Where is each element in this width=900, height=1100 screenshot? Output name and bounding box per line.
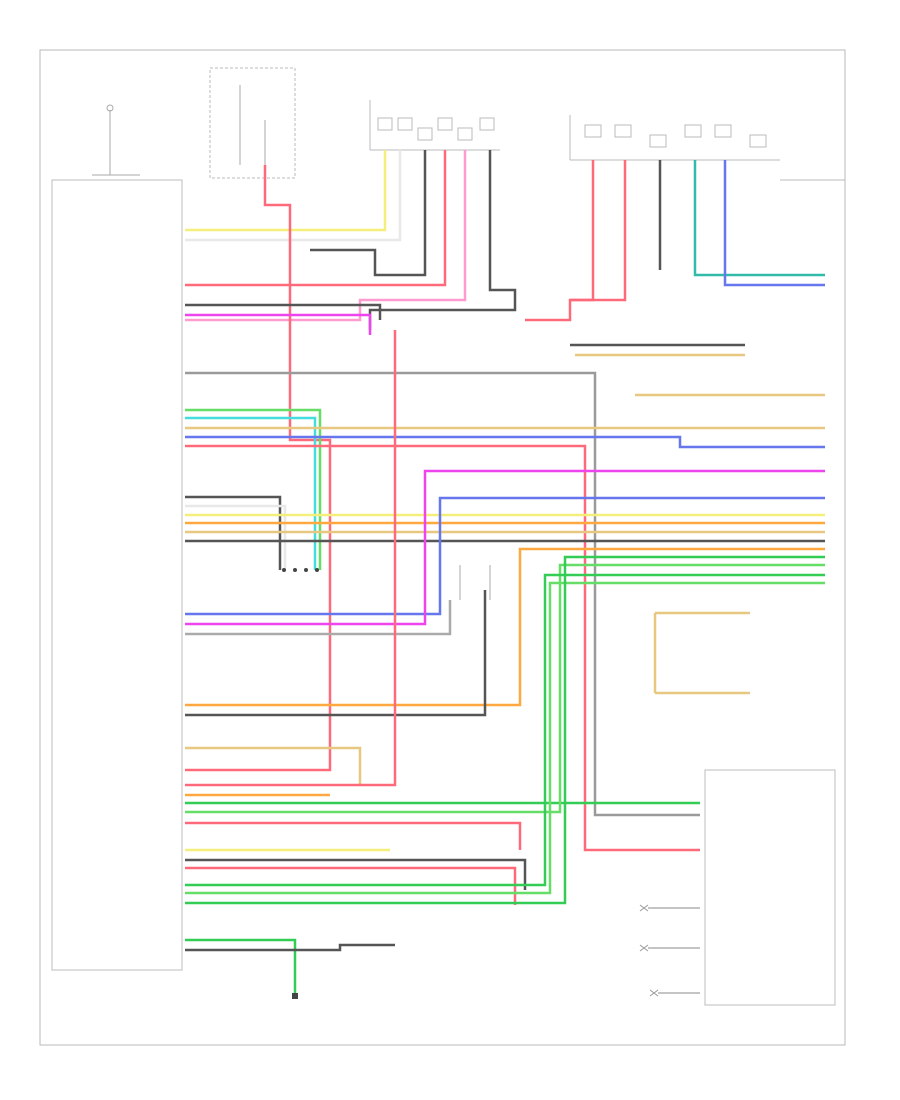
right-top-connector <box>569 115 780 161</box>
wires-top <box>185 150 825 772</box>
top-left-component <box>92 104 140 176</box>
ground-symbols <box>282 568 319 999</box>
fuse-block-top <box>209 67 296 179</box>
diagram-border <box>39 49 846 1046</box>
wires-main <box>185 303 825 995</box>
radio-control-module <box>704 769 836 1006</box>
center-component <box>459 565 491 600</box>
antenna-symbols <box>639 904 700 997</box>
radio-module-frame <box>51 179 183 971</box>
center-top-connector <box>369 100 500 151</box>
